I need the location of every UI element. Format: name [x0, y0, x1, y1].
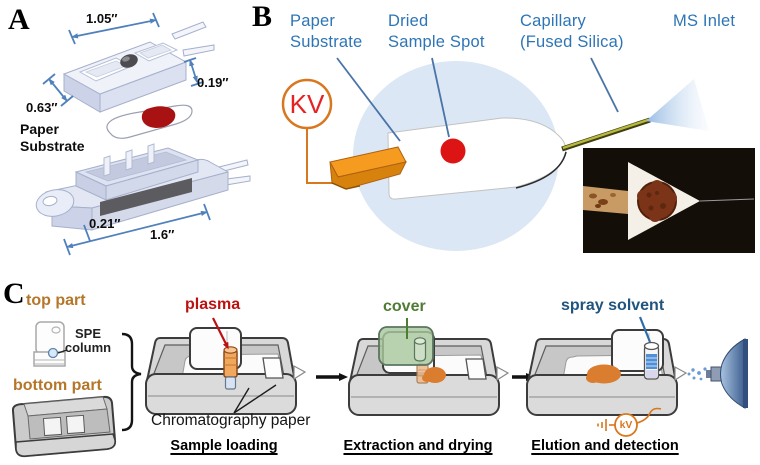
cover-label: cover — [383, 298, 426, 315]
paper-substrate-shape — [387, 117, 567, 200]
cartridge-bottom-part-3d — [35, 143, 251, 231]
panel-b-illustration — [281, 57, 755, 253]
plasma-label: plasma — [185, 296, 241, 313]
callout-line: Sample Spot — [388, 33, 485, 51]
chromatography-paper-label: Chromatography paper — [151, 412, 311, 429]
kv-circuit-icon — [597, 407, 662, 437]
callout-paper-substrate: Paper Substrate — [290, 11, 362, 53]
bottom-part-outline — [11, 395, 117, 458]
panel-b-label: B — [252, 0, 273, 33]
curly-brace — [121, 332, 142, 432]
caption-sample-loading: Sample loading — [170, 438, 278, 454]
callout-leader-lines — [336, 57, 619, 142]
callout-line: Substrate — [290, 33, 363, 51]
plasma-arrow — [212, 317, 229, 350]
spe-leader-line — [57, 349, 68, 354]
kv-source-icon — [281, 78, 333, 130]
dried-spot-icon — [141, 106, 176, 128]
panel-c-label: C — [3, 277, 25, 310]
caption-extraction-drying: Extraction and drying — [343, 438, 493, 454]
solvent-vial-icon — [643, 341, 660, 380]
ms-inlet-cone — [646, 79, 709, 131]
spe-column-icon — [47, 347, 59, 359]
electrode-clip-icon — [329, 146, 407, 190]
panel-a-illustration — [35, 12, 251, 256]
dim-width: 1.05″ — [86, 11, 118, 26]
callout-line: MS Inlet — [673, 12, 736, 30]
step-elution-detection — [526, 316, 748, 437]
step-extraction-drying — [348, 318, 509, 416]
ms-funnel-icon — [706, 338, 748, 409]
kv-wire — [306, 128, 337, 184]
callout-capillary: Capillary (Fused Silica) — [520, 11, 624, 53]
dim-depth: 0.63″ — [26, 100, 58, 115]
solvent-leader-line — [638, 316, 652, 343]
callout-line: (Fused Silica) — [520, 33, 624, 51]
step-sample-loading — [145, 317, 306, 415]
spray-solvent-label: spray solvent — [561, 297, 665, 314]
kv-source-label: KV — [289, 89, 325, 119]
callout-line: Paper — [290, 12, 336, 30]
dim-length: 1.6″ — [150, 227, 175, 242]
capillary-line — [561, 117, 651, 152]
sample-stain — [586, 364, 621, 384]
kv-circuit-label: kV — [619, 419, 633, 431]
panel-c-illustration — [11, 316, 748, 458]
dim-thickness: 0.19″ — [197, 75, 229, 90]
callout-dried-sample-spot: Dried Sample Spot — [388, 11, 485, 53]
cartridge-top-part-3d — [62, 21, 215, 113]
plasma-tube-icon — [223, 346, 238, 390]
callout-line: Dried — [388, 12, 429, 30]
paper-substrate-drawing — [106, 104, 193, 139]
spe-column-label: SPE column — [64, 326, 112, 355]
top-part-label: top part — [26, 292, 86, 309]
paper-substrate-label: Paper Substrate — [20, 121, 85, 154]
callout-line: Capillary — [520, 12, 586, 30]
cover-icon — [378, 326, 434, 366]
dim-inset: 0.21″ — [89, 216, 121, 231]
callout-ms-inlet: MS Inlet — [673, 11, 735, 32]
paper-leader-lines — [233, 384, 277, 414]
panel-a-label: A — [8, 3, 30, 36]
dried-sample-spot-icon — [440, 138, 466, 164]
sample-stain — [422, 367, 446, 383]
photo-inset — [583, 148, 755, 253]
caption-elution-detection: Elution and detection — [531, 438, 679, 454]
top-part-outline — [33, 321, 66, 367]
dimension-arrows — [42, 12, 211, 256]
bottom-part-label: bottom part — [13, 377, 102, 394]
